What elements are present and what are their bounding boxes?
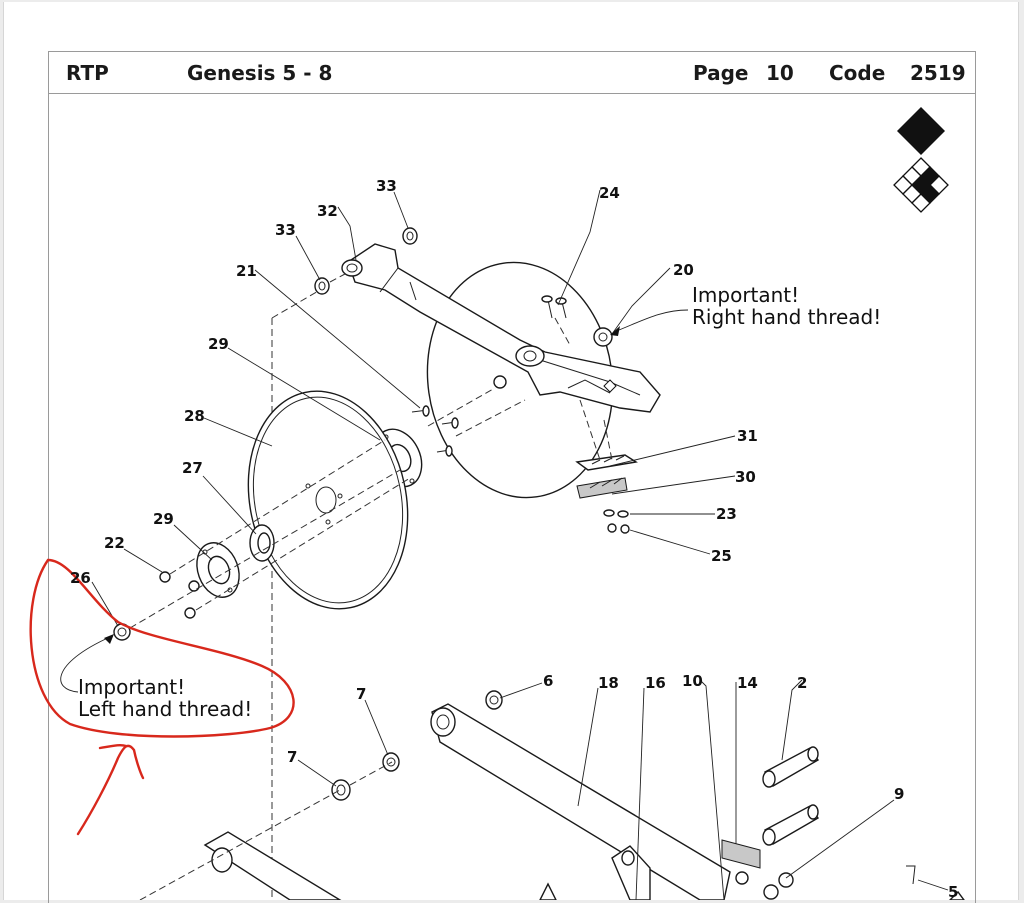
callout-32: 32 <box>317 202 338 220</box>
washer-23a <box>603 509 615 517</box>
callout-5: 5 <box>948 883 958 900</box>
callout-30: 30 <box>735 468 756 486</box>
note-right-hand-line2: Right hand thread! <box>692 305 881 329</box>
pin-2b <box>762 804 819 846</box>
callout-14: 14 <box>737 674 758 692</box>
bolt-24 <box>541 295 567 319</box>
bushing-33-top <box>402 227 418 245</box>
code-label: Code <box>829 61 886 85</box>
callout-23: 23 <box>716 505 737 523</box>
callout-16: 16 <box>645 674 666 692</box>
bolt-21 <box>411 405 459 457</box>
callout-27: 27 <box>182 459 203 477</box>
bushing-6 <box>485 690 503 710</box>
nut-25a <box>607 523 617 533</box>
nut-25b <box>620 524 630 534</box>
document-title: Genesis 5 - 8 <box>187 61 333 85</box>
note-left-hand-line1: Important! <box>78 675 185 699</box>
nut-20 <box>593 327 613 347</box>
nut-22b <box>188 580 200 592</box>
callout-28: 28 <box>184 407 205 425</box>
scraper-30 <box>576 477 628 499</box>
bushing-7a <box>331 779 351 801</box>
callout-31: 31 <box>737 427 758 445</box>
note-left-hand-line2: Left hand thread! <box>78 697 252 721</box>
callout-25: 25 <box>711 547 732 565</box>
disc-28 <box>247 390 409 610</box>
callout-24: 24 <box>599 184 620 202</box>
scraper-arm <box>341 243 661 413</box>
callout-21: 21 <box>236 262 257 280</box>
arm-18 <box>430 703 731 900</box>
callout-7: 7 <box>287 748 297 766</box>
pin-2a <box>762 746 819 788</box>
title-block: RTP Genesis 5 - 8 Page 10 Code 2519 <box>49 52 975 94</box>
leader-lines <box>91 189 949 900</box>
callout-2: 2 <box>797 674 807 692</box>
callout-7: 7 <box>356 685 366 703</box>
callout-33: 33 <box>376 177 397 195</box>
washer-23b <box>617 510 629 518</box>
page-number: 10 <box>766 61 794 85</box>
nut-22a <box>159 571 171 583</box>
diamond-logo <box>893 107 949 213</box>
red-annotation-arrow <box>76 744 145 836</box>
callout-10: 10 <box>682 672 703 690</box>
callout-26: 26 <box>70 569 91 587</box>
nut-22c <box>184 607 196 619</box>
callout-33: 33 <box>275 221 296 239</box>
frame-lower <box>203 831 651 900</box>
model-label: RTP <box>66 61 109 85</box>
page-label: Page <box>693 61 749 85</box>
callout-29: 29 <box>208 335 229 353</box>
nut-26 <box>113 623 131 641</box>
callout-18: 18 <box>598 674 619 692</box>
scraper-31 <box>575 454 638 471</box>
nut-9b <box>778 872 794 888</box>
note-right-hand-line1: Important! <box>692 283 799 307</box>
cotter-pin-5 <box>906 865 916 885</box>
callout-9: 9 <box>894 785 904 803</box>
bushing-33-left <box>314 277 330 295</box>
callout-29: 29 <box>153 510 174 528</box>
nut-9a <box>763 884 779 900</box>
callout-22: 22 <box>104 534 125 552</box>
nut-10 <box>735 871 749 885</box>
code-number: 2519 <box>910 61 966 85</box>
drawing-frame: RTP Genesis 5 - 8 Page 10 Code 2519 <box>48 51 976 903</box>
plate-14 <box>721 839 761 869</box>
callout-20: 20 <box>673 261 694 279</box>
callout-6: 6 <box>543 672 553 690</box>
red-annotation-circle <box>29 558 295 738</box>
